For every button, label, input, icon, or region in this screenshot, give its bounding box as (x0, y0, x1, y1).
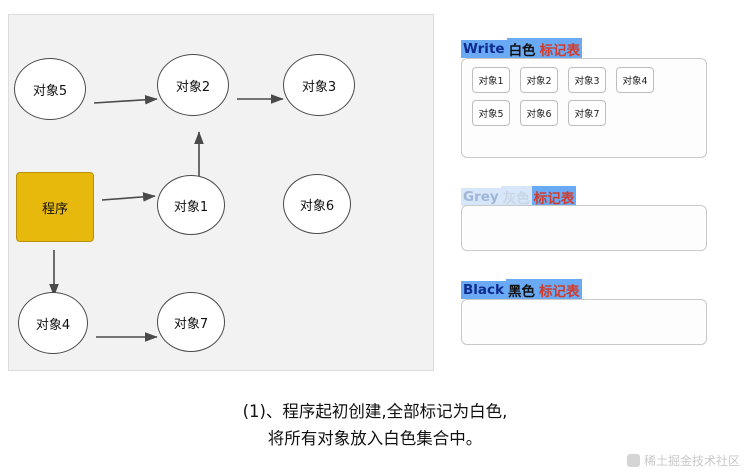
black-list-box (461, 299, 707, 345)
list-item: 对象3 (568, 67, 606, 93)
graph-node-obj4: 对象4 (18, 292, 88, 354)
graph-node-obj2: 对象2 (157, 54, 229, 116)
graph-node-obj5: 对象5 (14, 58, 86, 120)
list-item: 对象4 (616, 67, 654, 93)
caption-line-1: (1)、程序起初创建,全部标记为白色, (242, 402, 508, 421)
node-label: 程序 (41, 201, 68, 217)
graph-node-obj6: 对象6 (283, 174, 351, 234)
node-label: 对象7 (173, 316, 209, 332)
list-item: 对象7 (568, 100, 606, 126)
white-list-box: 对象1 对象2 对象3 对象4 对象5 对象6 对象7 (461, 58, 707, 158)
node-label: 对象6 (299, 198, 335, 214)
list-item: 对象5 (472, 100, 510, 126)
watermark: 稀土掘金技术社区 (626, 452, 740, 469)
watermark-text: 稀土掘金技术社区 (643, 454, 740, 468)
node-label: 对象5 (32, 83, 68, 99)
graph-node-obj3: 对象3 (283, 54, 355, 116)
grey-list-title-cn: 灰色 (500, 186, 532, 208)
black-list-title-tail: 标记表 (537, 279, 582, 301)
black-list-title-en: Black (461, 281, 507, 299)
watermark-logo-icon (626, 454, 640, 467)
grey-list-title-tail: 标记表 (531, 186, 577, 208)
node-label: 对象3 (301, 79, 337, 95)
graph-node-program: 程序 (16, 172, 94, 242)
node-label: 对象1 (173, 199, 209, 215)
list-item: 对象6 (520, 100, 558, 126)
node-label: 对象4 (35, 317, 71, 333)
grey-list-title: Grey 灰色 标记表 (461, 186, 577, 208)
caption-line-2: 将所有对象放入白色集合中。 (267, 429, 483, 448)
white-list-title-en: Write (461, 40, 507, 58)
black-list-title-cn: 黑色 (506, 279, 538, 301)
grey-list-box (461, 205, 707, 251)
white-list-title-tail: 标记表 (537, 38, 583, 60)
grey-list-title-en: Grey (461, 188, 501, 206)
white-list-title-cn: 白色 (506, 38, 538, 60)
list-item: 对象1 (472, 67, 510, 93)
graph-node-obj7: 对象7 (157, 292, 225, 352)
list-item: 对象2 (520, 67, 558, 93)
white-list-title: Write 白色 标记表 (461, 38, 583, 60)
black-list-title: Black 黑色 标记表 (461, 279, 582, 301)
node-label: 对象2 (175, 79, 211, 95)
graph-node-obj1: 对象1 (157, 175, 225, 235)
